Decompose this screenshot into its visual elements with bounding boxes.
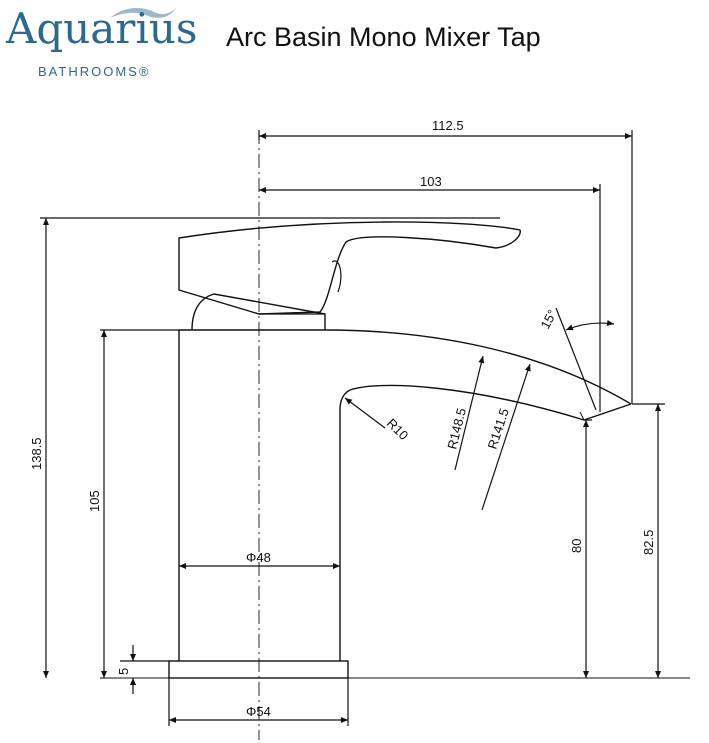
- leader-r10: [344, 397, 386, 429]
- label-outlet-inner: 80: [569, 539, 584, 553]
- spout-top: [324, 329, 632, 405]
- angle-arc: [565, 320, 615, 331]
- label-body-height: 105: [87, 490, 102, 512]
- base-plate: [168, 660, 349, 679]
- label-base-height: 5: [116, 668, 131, 675]
- label-outlet-outer: 82.5: [641, 530, 656, 555]
- page-title: Arc Basin Mono Mixer Tap: [226, 22, 541, 52]
- lever-handle: [178, 221, 521, 315]
- brand-subtitle: BATHROOMS®: [38, 64, 151, 79]
- logo-swoosh-icon: [110, 8, 176, 18]
- spout-bottom: [349, 384, 632, 421]
- label-total-width: 112.5: [432, 118, 464, 133]
- label-reach: 103: [420, 174, 442, 189]
- handle-dome: [191, 293, 326, 331]
- label-base-dia: Φ54: [246, 704, 271, 719]
- label-body-dia: Φ48: [246, 550, 271, 565]
- label-total-height: 138.5: [29, 437, 44, 470]
- label-r10: R10: [384, 416, 411, 443]
- body-right: [339, 389, 351, 661]
- brand-logo: Aquarius: [6, 4, 198, 53]
- label-r141: R141.5: [485, 406, 512, 451]
- leader-r141: [481, 363, 531, 511]
- angle-line: [555, 307, 597, 411]
- leader-r148: [454, 355, 485, 471]
